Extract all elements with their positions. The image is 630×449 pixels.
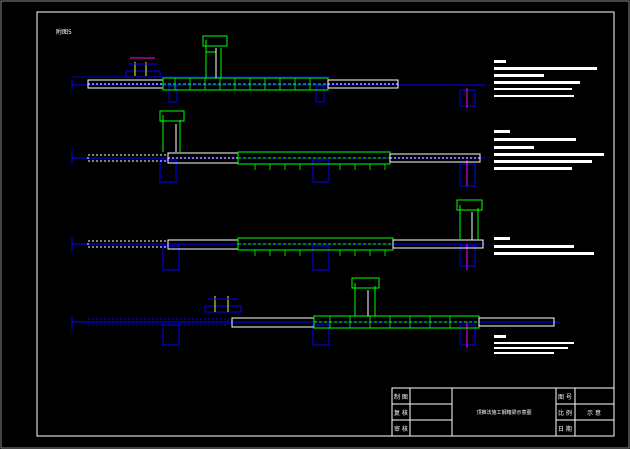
girder-segment <box>392 239 484 249</box>
note-block-1 <box>494 60 597 97</box>
note-block-2 <box>494 130 604 170</box>
stage-3 <box>71 199 485 271</box>
pier <box>162 324 180 346</box>
corner-label: 附图5 <box>56 28 72 36</box>
drawing-frame <box>36 11 615 437</box>
pier <box>168 85 178 103</box>
gantry-crane <box>456 199 483 240</box>
title-block: 制 图 复 核 审 核 顶推法施工钢箱梁示意图 图 号 比 例 日 期 示 意 <box>391 387 615 437</box>
note-block-4 <box>494 335 574 354</box>
launch-trolley <box>204 296 242 313</box>
girder-segment <box>87 154 169 162</box>
gantry-crane <box>202 35 228 78</box>
tb-scale-value: 示 意 <box>587 409 601 417</box>
pier <box>312 324 330 346</box>
launch-trolley <box>125 57 161 78</box>
pier <box>315 85 325 103</box>
girder-segment <box>87 318 229 326</box>
pier <box>162 245 180 271</box>
drawing-title: 顶推法施工钢箱梁示意图 <box>476 409 531 416</box>
stage-4 <box>71 277 560 348</box>
girder-segment <box>478 317 555 327</box>
tb-label-date: 日 期 <box>558 425 572 433</box>
girder-segment <box>87 240 169 248</box>
gantry-crane <box>351 277 380 316</box>
tb-label-number: 图 号 <box>558 394 572 401</box>
girder-segment <box>327 79 399 89</box>
pier <box>312 245 330 271</box>
gantry-crane <box>159 110 185 152</box>
pier <box>312 159 330 183</box>
stage-1 <box>71 35 485 108</box>
tb-label-check: 复 核 <box>394 409 408 417</box>
tb-label-scale: 比 例 <box>558 409 572 417</box>
tb-label-review: 审 核 <box>394 425 408 433</box>
tb-label-draw: 制 图 <box>394 393 408 401</box>
stage-2 <box>71 110 485 187</box>
note-block-3 <box>494 237 594 255</box>
